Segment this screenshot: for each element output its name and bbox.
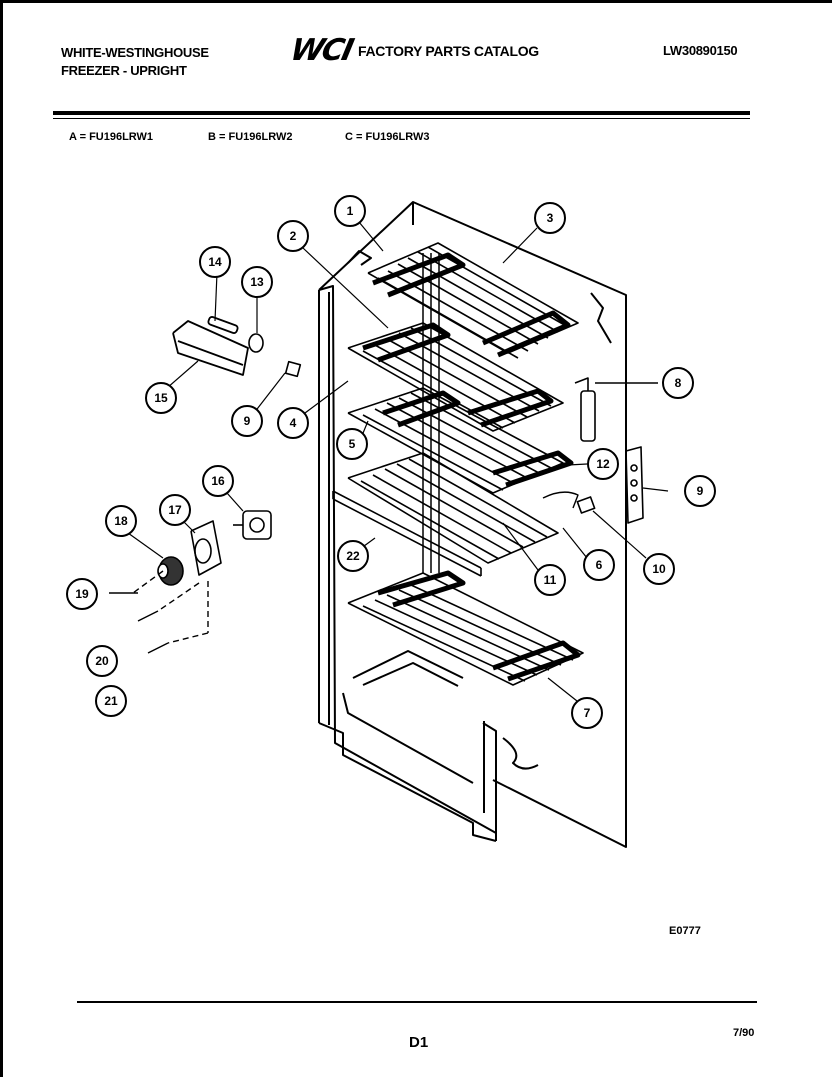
terminal-block [625,446,644,524]
callout-9-left: 9 [244,414,251,428]
brand-line2: FREEZER - UPRIGHT [61,63,187,78]
heater-wire [542,491,579,509]
callout-12: 12 [596,457,610,471]
footer-rule [77,1001,757,1003]
callout-14: 14 [208,255,222,269]
callout-10: 10 [652,562,666,576]
callout-3: 3 [547,211,554,225]
dryer [574,377,658,442]
date-code: 7/90 [733,1027,755,1039]
catalog-number: LW30890150 [663,43,738,58]
vertical-tubes [422,253,440,573]
callout-17: 17 [168,503,182,517]
callout-1: 1 [347,204,354,218]
callout-15: 15 [154,391,168,405]
callout-8: 8 [675,376,682,390]
header-rule-thin [53,118,750,119]
model-a: A = FU196LRW1 [69,131,154,143]
callouts: 1 2 3 4 5 6 7 8 9 10 11 12 13 14 15 16 1… [66,195,716,729]
callout-11: 11 [544,573,557,587]
callout-2: 2 [290,229,297,243]
drain-trough [332,490,482,577]
control-bracket [190,520,222,576]
clip-9-left [284,360,302,378]
page-code: D1 [409,1034,429,1051]
callout-7: 7 [584,706,591,720]
callout-9-right: 9 [697,484,704,498]
brand-line1: WHITE-WESTINGHOUSE [61,45,209,60]
drawing-reference-code: E0777 [669,925,701,937]
evaporator-coil-lower [347,387,574,494]
exploded-parts-diagram: 1 2 3 4 5 6 7 8 9 10 11 12 13 14 15 16 1… [66,195,716,848]
callout-16: 16 [211,474,225,488]
control-knob [157,556,184,586]
header-rule-thick [53,111,750,115]
screws [109,570,209,654]
callout-19: 19 [75,587,89,601]
callout-22: 22 [346,549,360,563]
callout-18: 18 [114,514,128,528]
thermostat [233,510,272,540]
evaporator-coil-floor [347,570,584,686]
callout-20: 20 [95,654,109,668]
knob-13 [248,333,264,353]
callout-6: 6 [596,558,603,572]
evaporator-coil-top [367,242,579,359]
model-b: B = FU196LRW2 [208,131,293,143]
evaporator-coil-bottom [347,452,559,564]
callout-13: 13 [250,275,264,289]
shelf-bracket [172,316,249,376]
clip-part [576,496,596,514]
callout-5: 5 [349,437,356,451]
catalog-title: FACTORY PARTS CATALOG [358,43,539,59]
callout-4: 4 [290,416,297,430]
callout-21: 21 [104,694,118,708]
cabinet [318,201,627,848]
model-c: C = FU196LRW3 [345,131,430,143]
